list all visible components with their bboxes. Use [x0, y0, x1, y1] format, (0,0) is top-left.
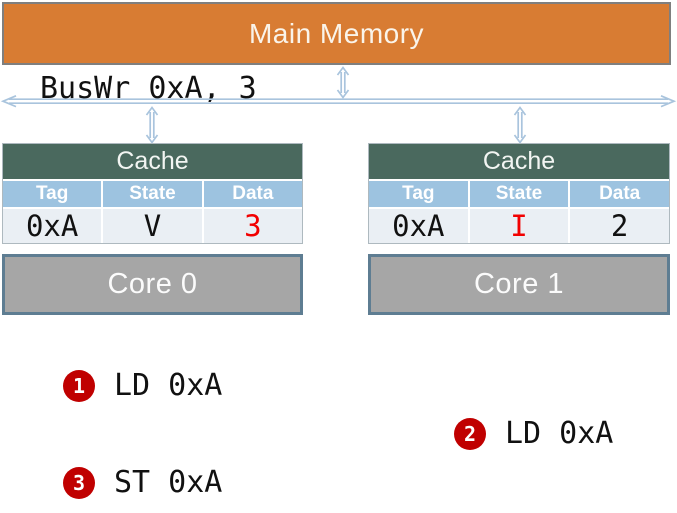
- cache0-table: Cache Tag State Data 0xA V 3: [2, 143, 303, 244]
- memory-bus-connector-arrow-icon: [336, 66, 350, 99]
- cache1-col-data: Data: [570, 181, 669, 207]
- cache0-col-data: Data: [203, 181, 302, 207]
- cache1-col-tag: Tag: [369, 181, 468, 207]
- cache1-col-state: State: [469, 181, 569, 207]
- cache1-table: Cache Tag State Data 0xA I 2: [368, 143, 670, 244]
- step-3: 3 ST 0xA: [63, 465, 222, 500]
- step-2-label: LD 0xA: [505, 416, 614, 451]
- cache1-data-row: 0xA I 2: [369, 209, 669, 243]
- bus-transaction-label: BusWr 0xA, 3: [40, 71, 257, 106]
- core1-label: Core 1: [473, 268, 565, 300]
- step-1-label: LD 0xA: [114, 368, 223, 403]
- bus-line-arrow-icon: [0, 95, 677, 108]
- cache0-header-row: Tag State Data: [3, 181, 302, 207]
- cache0-data-value: 3: [203, 209, 302, 243]
- step-3-label: ST 0xA: [114, 465, 223, 500]
- step-2-badge: 2: [454, 417, 486, 450]
- cache1-title: Cache: [369, 144, 669, 179]
- cache0-title: Cache: [3, 144, 302, 179]
- cache0-col-tag: Tag: [3, 181, 102, 207]
- bus-cache0-connector-arrow-icon: [145, 106, 159, 144]
- core0-label: Core 0: [107, 268, 198, 300]
- cache0-state-value: V: [103, 209, 202, 243]
- bus-cache1-connector-arrow-icon: [513, 106, 527, 144]
- main-memory-box: Main Memory: [2, 2, 671, 65]
- cache1-tag-value: 0xA: [369, 209, 468, 243]
- step-1-badge: 1: [63, 369, 95, 402]
- cache0-data-row: 0xA V 3: [3, 209, 302, 243]
- cache0-col-state: State: [103, 181, 202, 207]
- cache1-state-value: I: [469, 209, 569, 243]
- cache1-header-row: Tag State Data: [369, 181, 669, 207]
- step-3-badge: 3: [63, 466, 95, 499]
- core0-box: Core 0: [2, 254, 303, 315]
- step-1: 1 LD 0xA: [63, 368, 222, 403]
- core1-box: Core 1: [368, 254, 670, 315]
- step-2: 2 LD 0xA: [454, 416, 613, 451]
- cache1-data-value: 2: [570, 209, 669, 243]
- cache0-tag-value: 0xA: [3, 209, 102, 243]
- main-memory-label: Main Memory: [248, 17, 425, 49]
